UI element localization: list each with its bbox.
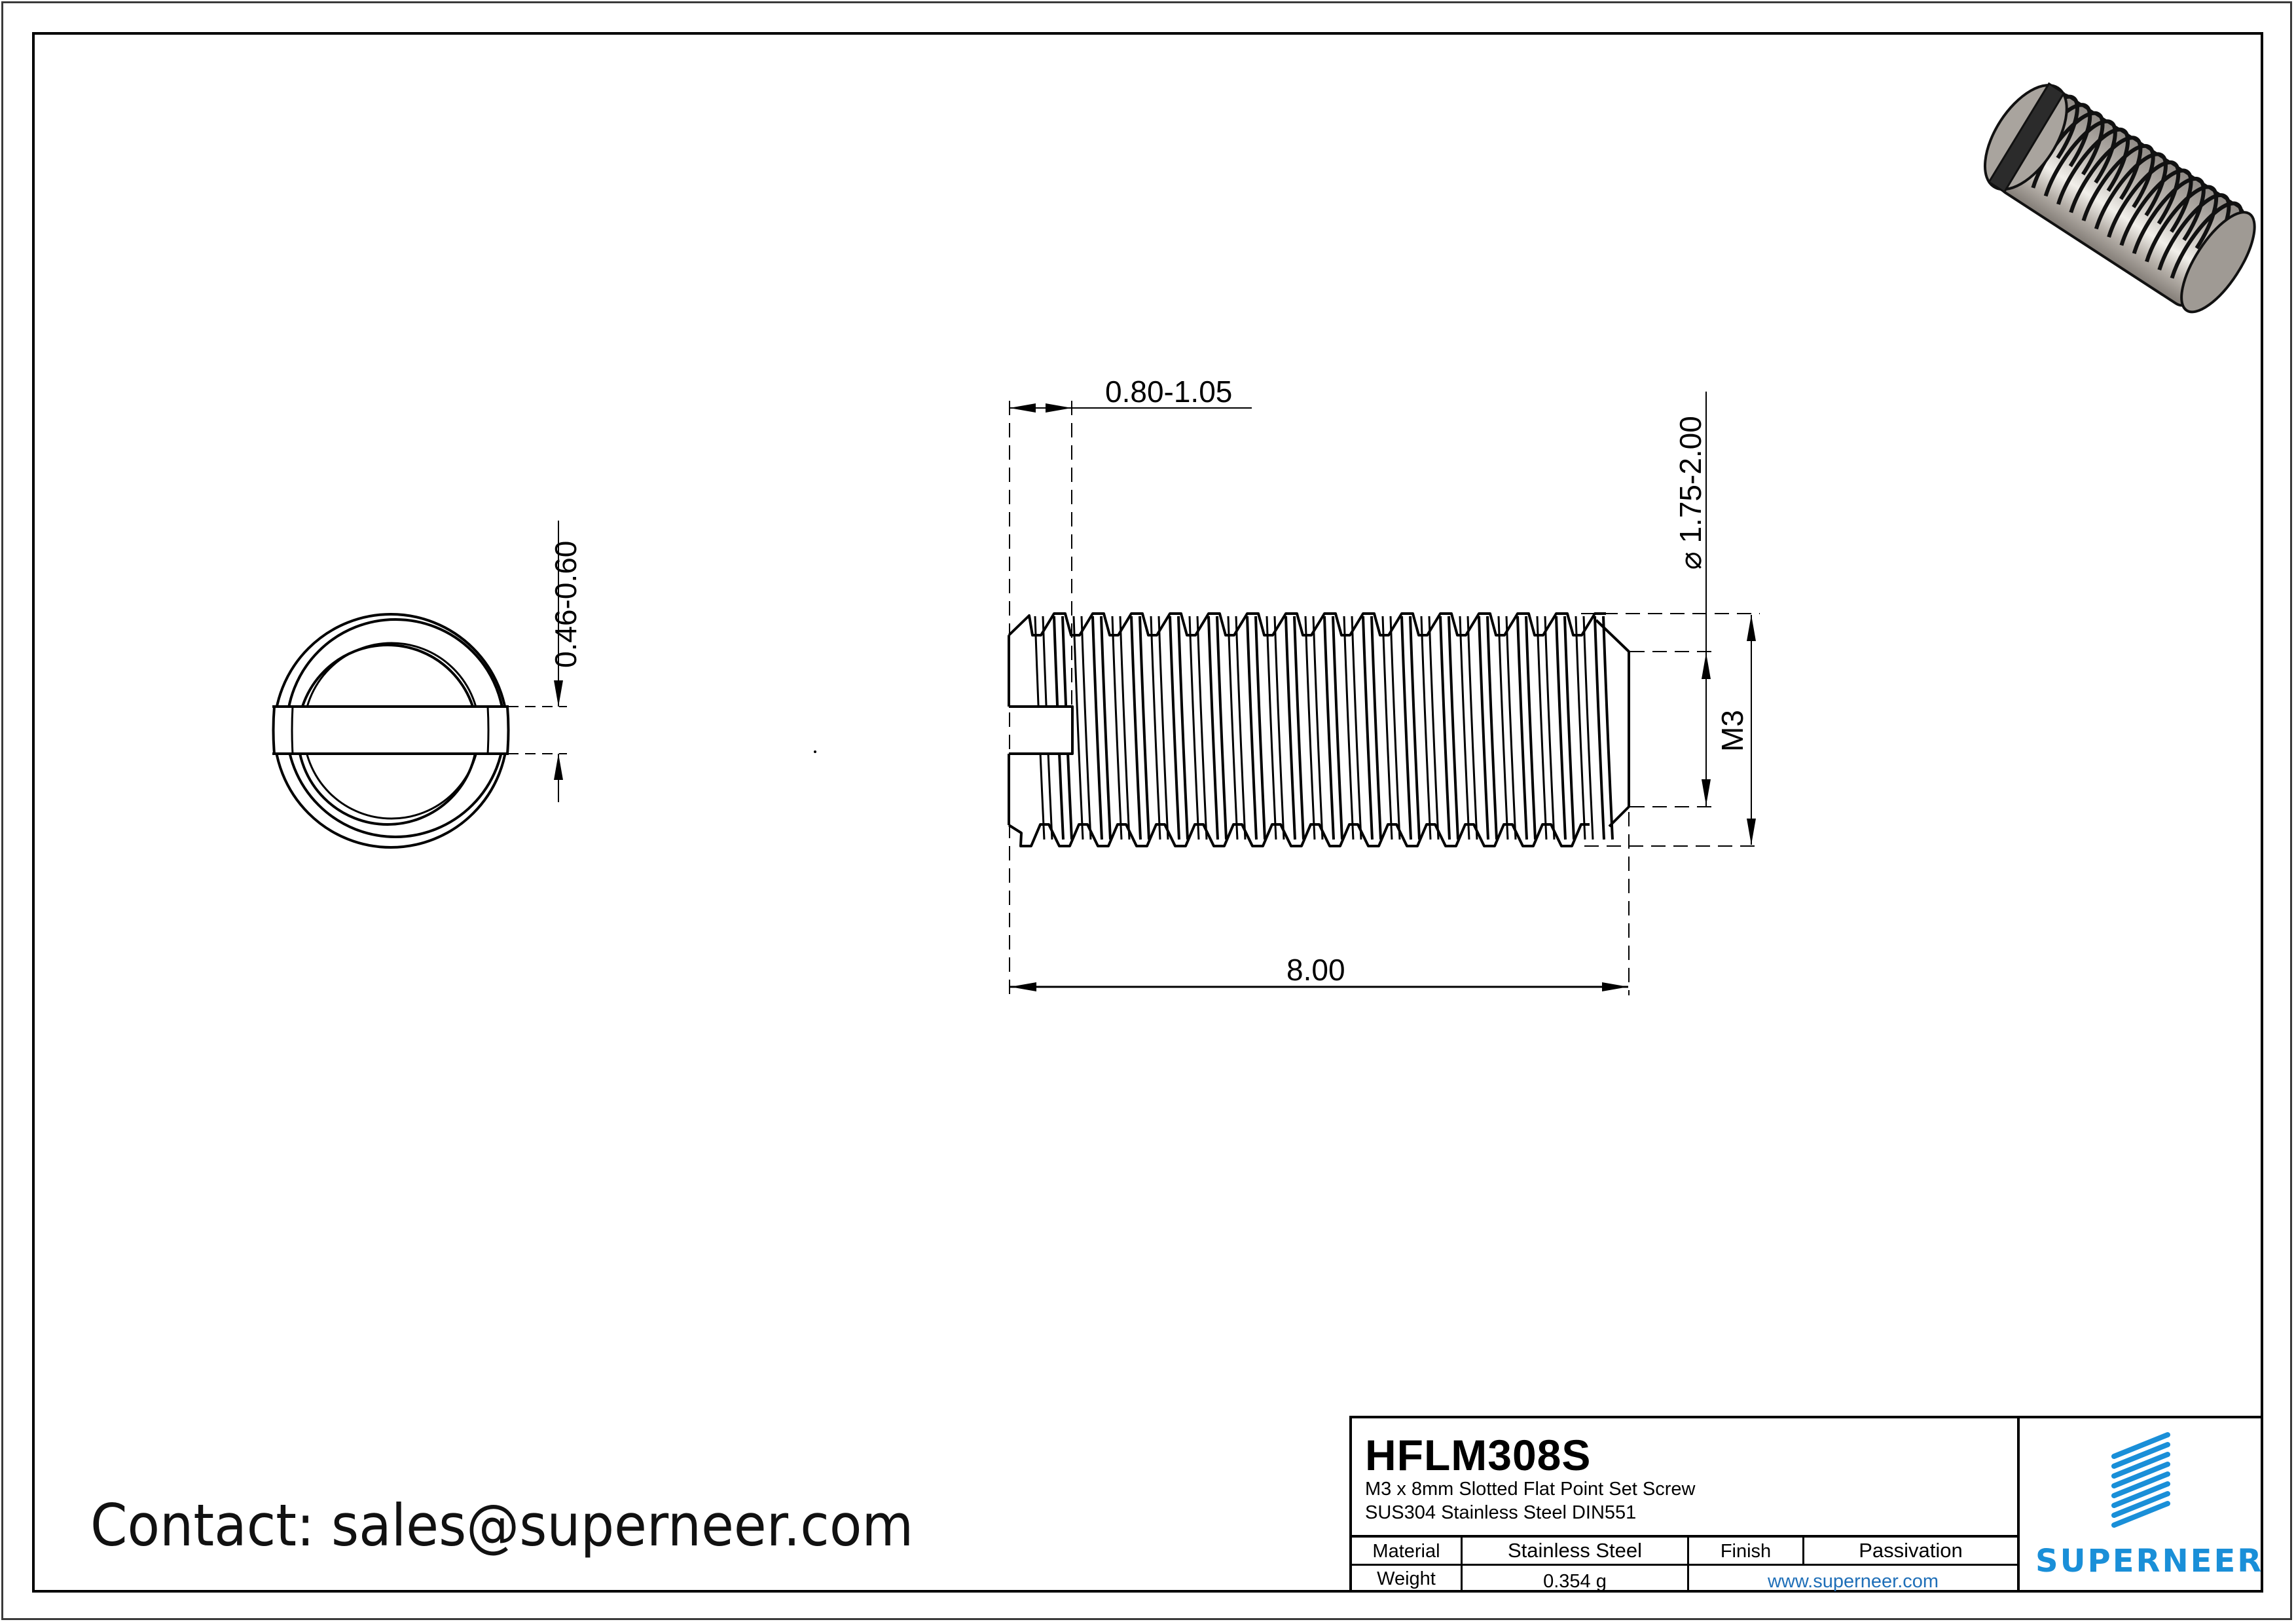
- logo-stripes-icon: [2111, 1432, 2170, 1528]
- title-block-info: HFLM308S M3 x 8mm Slotted Flat Point Set…: [1352, 1418, 2020, 1535]
- website-link[interactable]: www.superneer.com: [1767, 1570, 1939, 1592]
- finish-label: Finish: [1720, 1540, 1772, 1562]
- point-diameter-dimension: [1630, 392, 1714, 807]
- title-block: HFLM308S M3 x 8mm Slotted Flat Point Set…: [1349, 1416, 2263, 1593]
- table-col-divider: [1461, 1538, 1463, 1593]
- part-description-line1: M3 x 8mm Slotted Flat Point Set Screw: [1365, 1479, 1696, 1500]
- weight-value: 0.354 g: [1543, 1570, 1607, 1592]
- center-mark: [814, 750, 816, 753]
- dim-slot-width: 0.46-0.60: [549, 541, 583, 668]
- table-row-divider: [1352, 1564, 2017, 1566]
- material-value: Stainless Steel: [1507, 1539, 1643, 1562]
- contact-email-text: Contact: sales@superneer.com: [90, 1492, 914, 1559]
- drawing-frame: [32, 32, 2263, 1593]
- slot-depth-dimension: [1009, 401, 1252, 995]
- dim-length: 8.00: [1286, 953, 1345, 987]
- table-col-divider: [1687, 1538, 1689, 1593]
- superneer-logo: SUPERNEER: [2020, 1418, 2261, 1590]
- end-view: [272, 613, 510, 849]
- side-view-screw: [1008, 612, 1630, 847]
- dim-thread-size: M3: [1715, 710, 1749, 752]
- table-col-divider: [1802, 1538, 1804, 1564]
- dim-point-diameter: ⌀ 1.75-2.00: [1673, 416, 1707, 570]
- slot-width-dimension: [491, 521, 567, 802]
- length-dimension: [1010, 812, 1630, 995]
- weight-label: Weight: [1377, 1568, 1436, 1589]
- finish-value: Passivation: [1859, 1539, 1963, 1562]
- iso-render-screw: [1983, 82, 2256, 314]
- logo-wordmark: SUPERNEER: [2035, 1543, 2264, 1579]
- thread-size-dimension: [1581, 613, 1760, 847]
- dim-slot-depth: 0.80-1.05: [1105, 375, 1232, 409]
- part-number: HFLM308S: [1365, 1431, 1592, 1479]
- material-label: Material: [1372, 1540, 1440, 1562]
- title-block-properties-table: Material Stainless Steel Finish Passivat…: [1352, 1535, 2020, 1593]
- part-description-line2: SUS304 Stainless Steel DIN551: [1365, 1502, 1637, 1523]
